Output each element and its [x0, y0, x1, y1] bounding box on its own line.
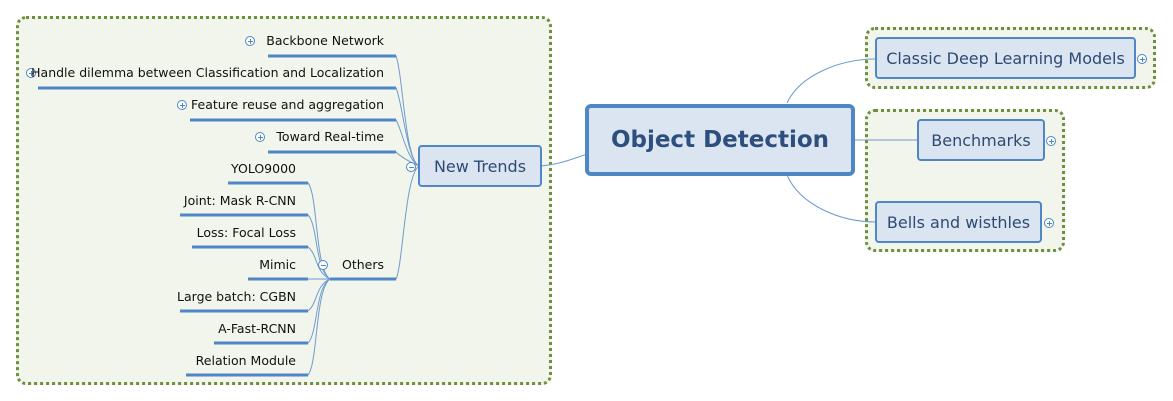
subtopic-backbone-network[interactable]: Backbone Network: [266, 33, 384, 48]
central-topic[interactable]: Object Detection: [585, 104, 855, 176]
topic-new-trends[interactable]: New Trends: [418, 145, 542, 187]
connector-focal: [192, 246, 331, 280]
subtopic-feature-reuse[interactable]: Feature reuse and aggregation: [191, 97, 384, 112]
expand-bells-icon[interactable]: [1044, 218, 1054, 228]
connector-yolo: [228, 182, 331, 280]
connector-new-trends: [540, 153, 588, 167]
subtopic-a-fast-rcnn[interactable]: A-Fast-RCNN: [218, 321, 296, 336]
subtopic-cgbn[interactable]: Large batch: CGBN: [177, 289, 296, 304]
collapse-new-trends-icon[interactable]: [406, 162, 416, 172]
expand-backbone-icon[interactable]: [245, 36, 255, 46]
subtopic-others[interactable]: Others: [341, 257, 384, 272]
connector-feature: [190, 119, 420, 167]
subtopic-mask-rcnn[interactable]: Joint: Mask R-CNN: [183, 193, 296, 208]
connector-dilemma: [38, 87, 420, 167]
new-trends-boundary: [16, 16, 552, 385]
connector-others: [330, 165, 420, 280]
subtopic-focal-loss[interactable]: Loss: Focal Loss: [196, 225, 296, 240]
expand-realtime-icon[interactable]: [255, 132, 265, 142]
expand-dilemma-icon[interactable]: [26, 68, 36, 78]
connector-afast: [214, 278, 331, 344]
subtopic-relation-module[interactable]: Relation Module: [195, 353, 296, 368]
connector-classic: [786, 58, 877, 104]
topic-bells-and-wisthles[interactable]: Bells and wisthles: [875, 201, 1042, 243]
topic-classic-deep-learning-models[interactable]: Classic Deep Learning Models: [875, 37, 1136, 79]
subtopic-handle-dilemma[interactable]: Handle dilemma between Classification an…: [31, 65, 384, 80]
connector-realtime: [268, 151, 420, 167]
subtopic-toward-real-time[interactable]: Toward Real-time: [276, 129, 384, 144]
connector-relation: [186, 278, 331, 376]
expand-feature-icon[interactable]: [177, 100, 187, 110]
expand-classic-icon[interactable]: [1137, 54, 1147, 64]
subtopic-yolo9000[interactable]: YOLO9000: [231, 161, 296, 176]
connector-bells: [786, 174, 877, 223]
connector-cgbn: [180, 278, 331, 312]
connector-mask: [180, 214, 331, 280]
subtopic-mimic[interactable]: Mimic: [259, 257, 296, 272]
collapse-others-icon[interactable]: [318, 260, 328, 270]
expand-benchmarks-icon[interactable]: [1046, 136, 1056, 146]
topic-benchmarks[interactable]: Benchmarks: [917, 119, 1045, 161]
